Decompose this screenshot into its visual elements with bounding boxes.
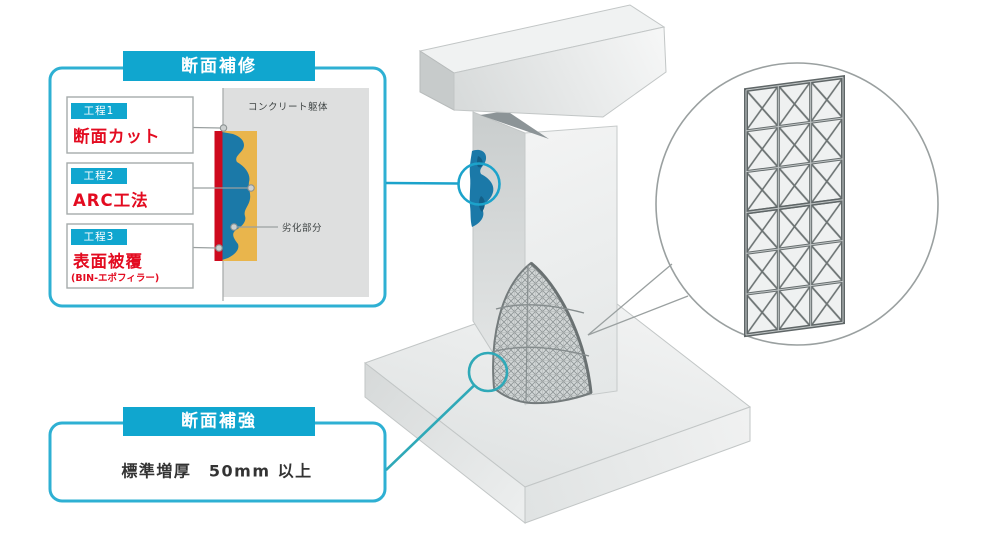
magnifier-callout (587, 62, 939, 346)
deterioration-patch (469, 149, 494, 227)
repair-connector-line (385, 181, 459, 185)
step-2-badge (71, 168, 127, 184)
step-1-badge-label: 工程1 (84, 105, 115, 117)
repair-cross-section-diagram: コンクリート躯体 劣化部分 (192, 88, 369, 301)
pier-cap-front-face (453, 26, 667, 118)
concrete-body-label: コンクリート躯体 (248, 101, 328, 113)
deterioration-label: 劣化部分 (282, 222, 322, 234)
step2-anchor-dot (247, 184, 255, 192)
step-1-label: 断面カット (73, 126, 161, 146)
step-3-label: 表面被覆 (73, 251, 143, 271)
step-box-3: 工程3 表面被覆 (BIN-エポフィラー) (66, 223, 194, 289)
magnifier-leader-line-upper (587, 263, 673, 336)
lattice-panel (744, 74, 845, 338)
step-3-badge-label: 工程3 (84, 231, 115, 243)
callout-connectors (385, 162, 509, 471)
step-3-badge (71, 229, 127, 245)
step1-leader-line (192, 126, 222, 129)
repair-panel: コンクリート躯体 劣化部分 断面補修 工程1 断面カット 工程2 ARC工法 工… (48, 51, 387, 308)
deterioration-patch-dark (477, 156, 485, 212)
pier-base-front-right-face (524, 406, 751, 524)
reinforce-connector-line (385, 383, 476, 471)
deterioration-anchor-dot (230, 223, 238, 231)
step3-anchor-dot (215, 244, 223, 252)
step-1-badge (71, 103, 127, 119)
mesh-dome (491, 261, 593, 405)
arc-material-layer (222, 132, 251, 260)
step1-anchor-dot (219, 124, 228, 132)
step3-leader-line (192, 246, 217, 249)
step-2-badge-label: 工程2 (84, 170, 115, 182)
mesh-dome-row-line-2 (491, 346, 590, 357)
mesh-dome-row-line-1 (495, 304, 585, 314)
cap-underside-shadow (480, 111, 549, 139)
pier-illustration (363, 4, 752, 525)
mesh-dome-corner-line (525, 264, 529, 403)
reinforce-spec-text: 標準増厚 50mm 以上 (121, 462, 312, 481)
step-3-sublabel: (BIN-エポフィラー) (71, 272, 159, 284)
reinforce-panel-header (123, 407, 315, 436)
reinforce-panel: 断面補強 標準増厚 50mm 以上 (48, 407, 387, 503)
magnifier-leader-line-lower (587, 295, 689, 336)
reinforce-panel-title: 断面補強 (181, 411, 257, 432)
surface-coating-layer (214, 131, 223, 261)
repair-panel-title: 断面補修 (181, 56, 257, 77)
repair-callout-circle (457, 162, 501, 206)
step-box-2: 工程2 ARC工法 (66, 162, 194, 215)
step-2-label: ARC工法 (73, 190, 149, 210)
repair-panel-header (123, 51, 315, 81)
reinforce-callout-circle (467, 351, 509, 393)
step-box-1: 工程1 断面カット (66, 96, 194, 154)
mesh-dome-right-edge (530, 261, 593, 394)
